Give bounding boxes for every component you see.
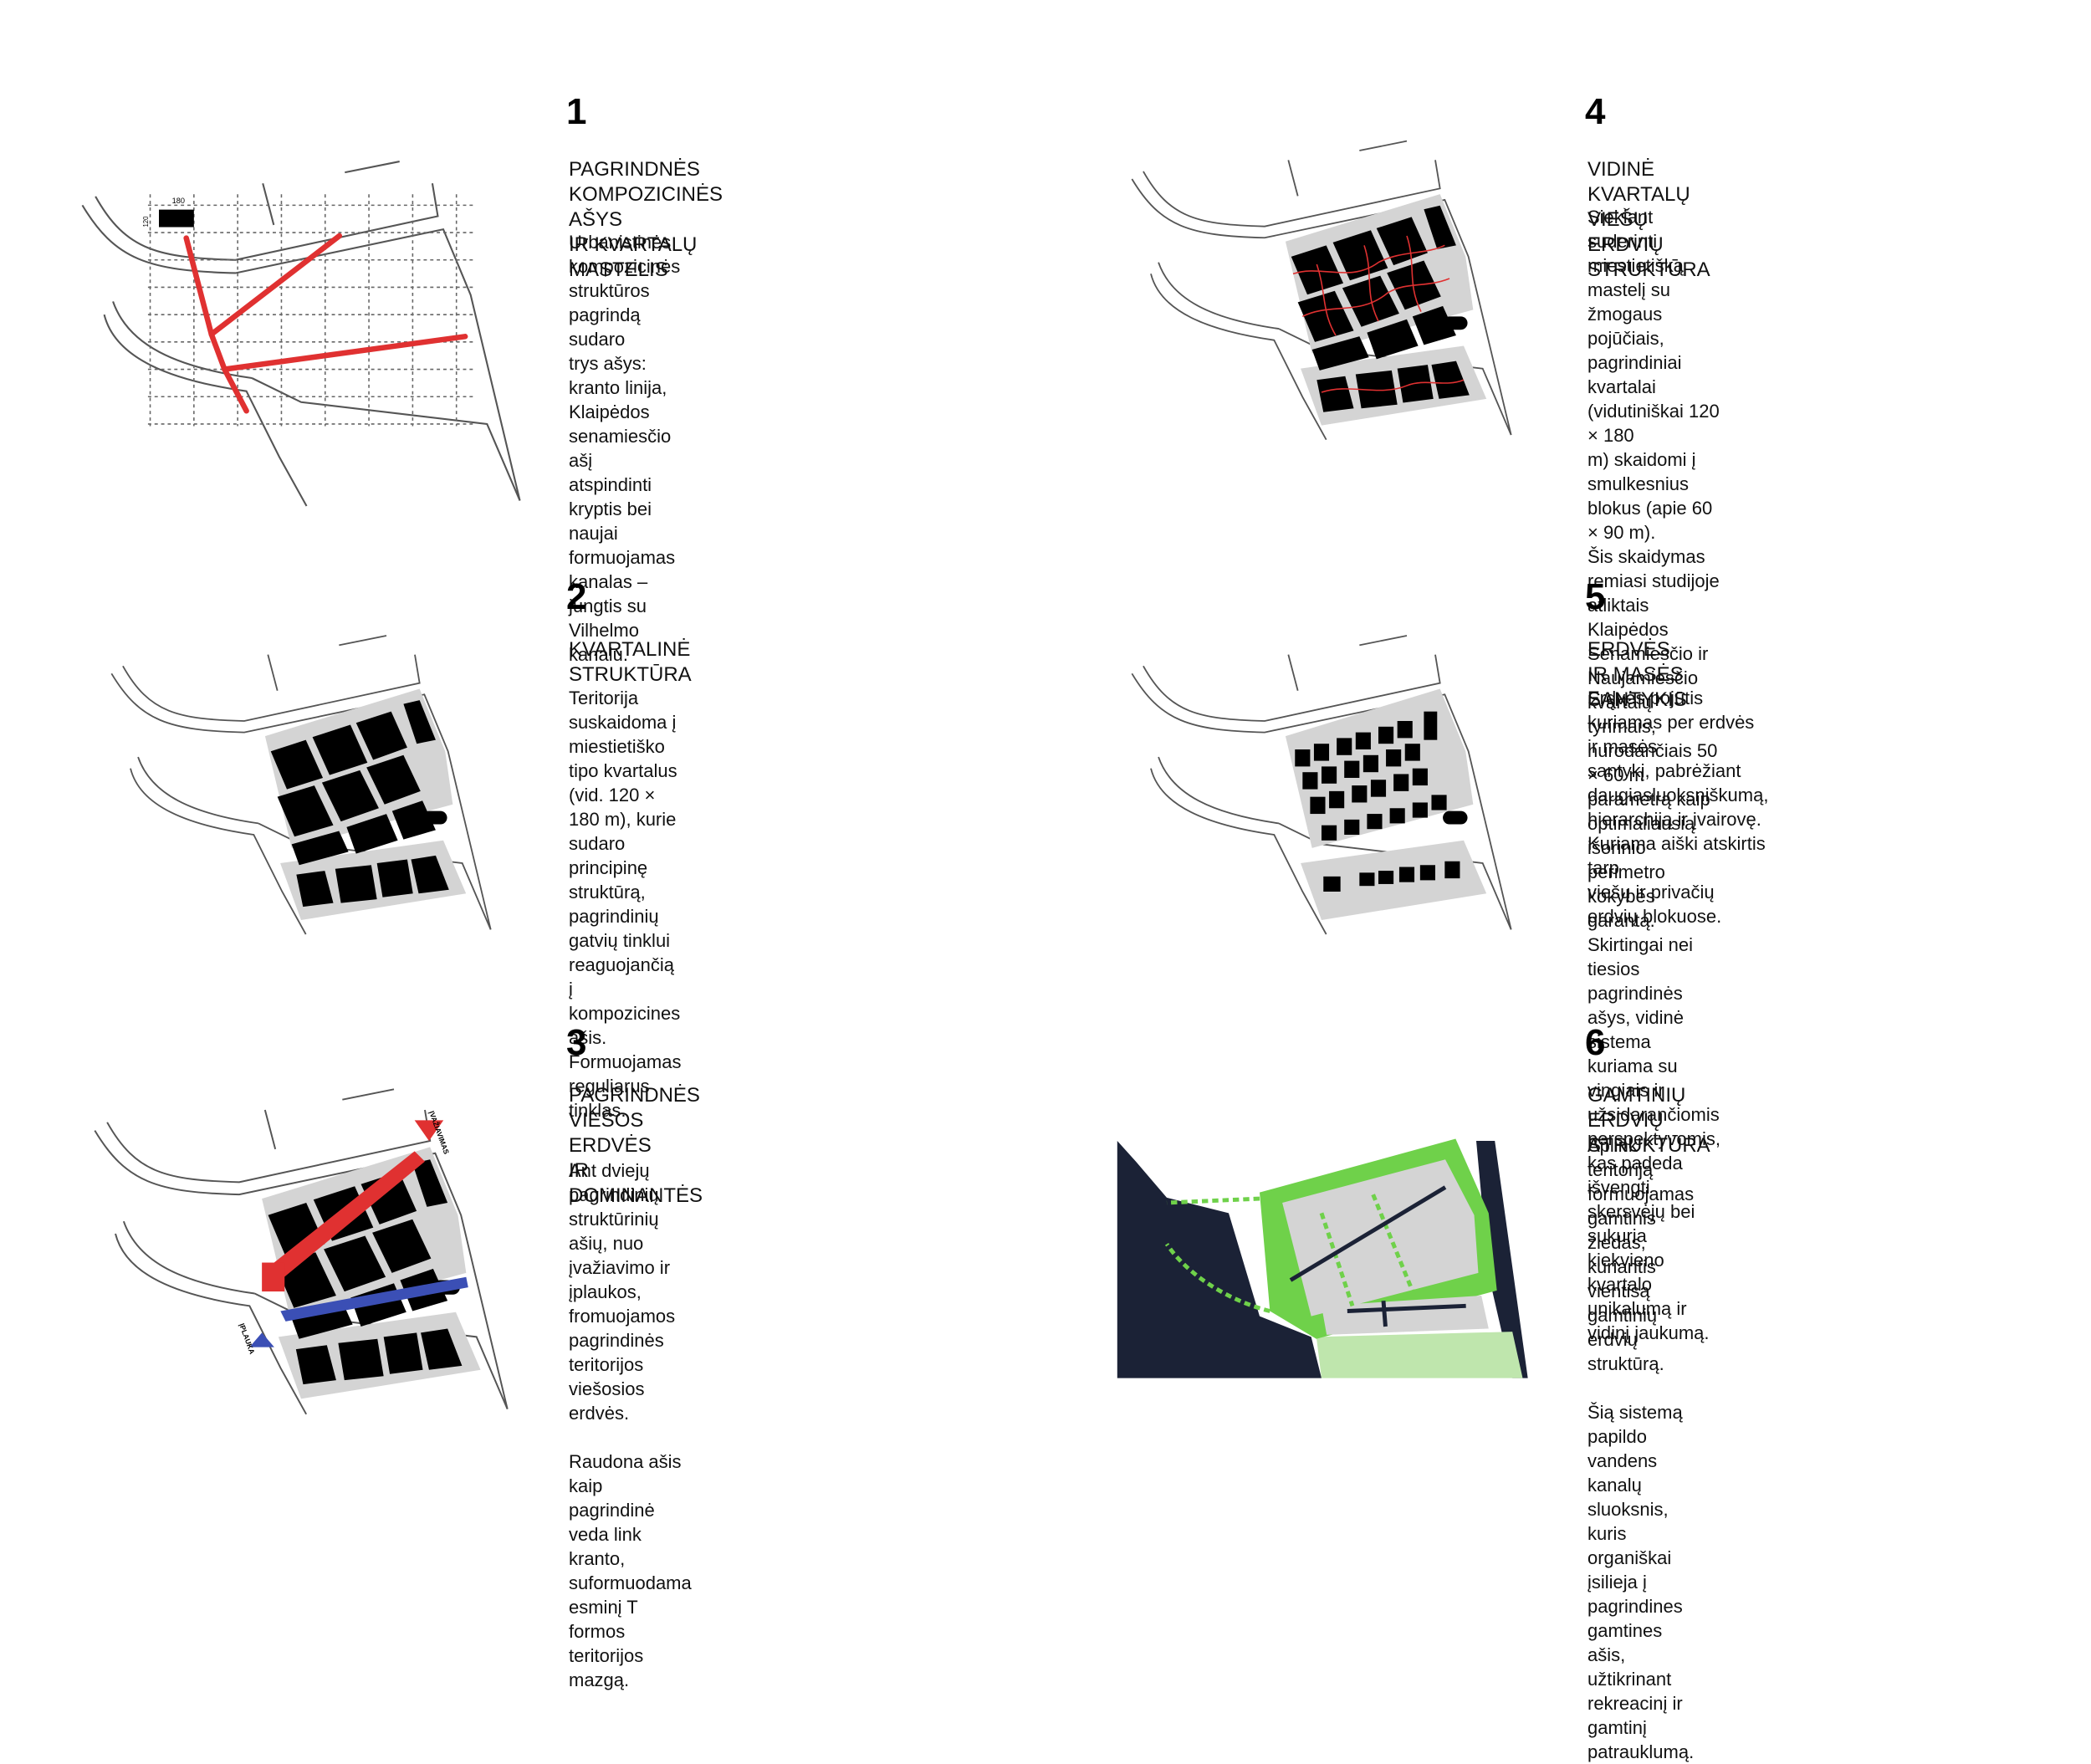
panel-5-body: Erdvės pojūtis kuriamas per erdvės ir ma… [1587, 688, 1769, 927]
blue-axis [280, 1276, 468, 1322]
panel-6-map [1117, 1138, 1528, 1378]
composition-axes [183, 233, 468, 414]
panel-4-title: VIDINĖ KVARTALŲ VIEŠŲ ERDVIŲ STRUKTŪRA [1587, 158, 1710, 281]
panel-2-body: Teritorija suskaidoma į miestietiško tip… [569, 688, 682, 1121]
panel-4-body: Siekiant suderinti miestietišką mastelį … [1587, 207, 1720, 1343]
green-dashed-links [1164, 1194, 1417, 1313]
panel-4-number: 4 [1585, 91, 1606, 132]
panel-3-body: Ant dviejų pagrindinių struktūrinių ašių… [569, 1160, 692, 1690]
panel-2-map [110, 635, 492, 935]
entry-marker [414, 1120, 444, 1141]
panel-4-map [1131, 140, 1512, 441]
water-east [1476, 1141, 1528, 1378]
water-area [1117, 1141, 1322, 1378]
scale-block [159, 209, 194, 228]
panel-3-number: 3 [566, 1022, 587, 1063]
subdivided-blocks [1295, 711, 1468, 892]
internal-paths [1292, 235, 1465, 393]
water-entry-marker [249, 1332, 274, 1347]
panel-1-map: 180 120 [81, 161, 521, 508]
panel-5-number: 5 [1585, 576, 1606, 617]
grid-label-vertical: 120 [142, 216, 150, 228]
panel-2-number: 2 [566, 576, 587, 617]
light-green-area [1316, 1332, 1523, 1378]
panel-2-title: KVARTALINĖ STRUKTŪRA [569, 638, 692, 686]
panel-1-number: 1 [566, 91, 587, 132]
panel-6-body: Aplink teritoriją formuojamas gamtinis ž… [1587, 1135, 1695, 1762]
panel-3-title: PAGRINDNĖS VIEŠOS ERDVĖS IR DOMINANTĖS [569, 1084, 703, 1207]
panel-5-title: ERDVĖS IR MASĖS SĄNTYKIS [1587, 638, 1687, 711]
dark-channels [1289, 1185, 1466, 1327]
water-entry-label: ĮPLAUKA [238, 1322, 257, 1355]
panel-3-map: ĮVAŽIAVIMAS ĮPLAUKA [94, 1088, 509, 1415]
panel-1-body: Urbanistinės kompozicinės struktūros pag… [569, 232, 681, 665]
panel-6-title: GAMTINIŲ ERDVIŲ STRUKTŪRA [1587, 1084, 1710, 1157]
grid [147, 194, 477, 427]
grid-label-horizontal: 180 [172, 197, 185, 205]
panel-5-map [1131, 635, 1512, 935]
red-axis [262, 1151, 425, 1292]
panel-1-title: PAGRINDNĖS KOMPOZICINĖS AŠYS IR KVARTALŲ… [569, 158, 723, 281]
panel-6-number: 6 [1585, 1022, 1606, 1063]
